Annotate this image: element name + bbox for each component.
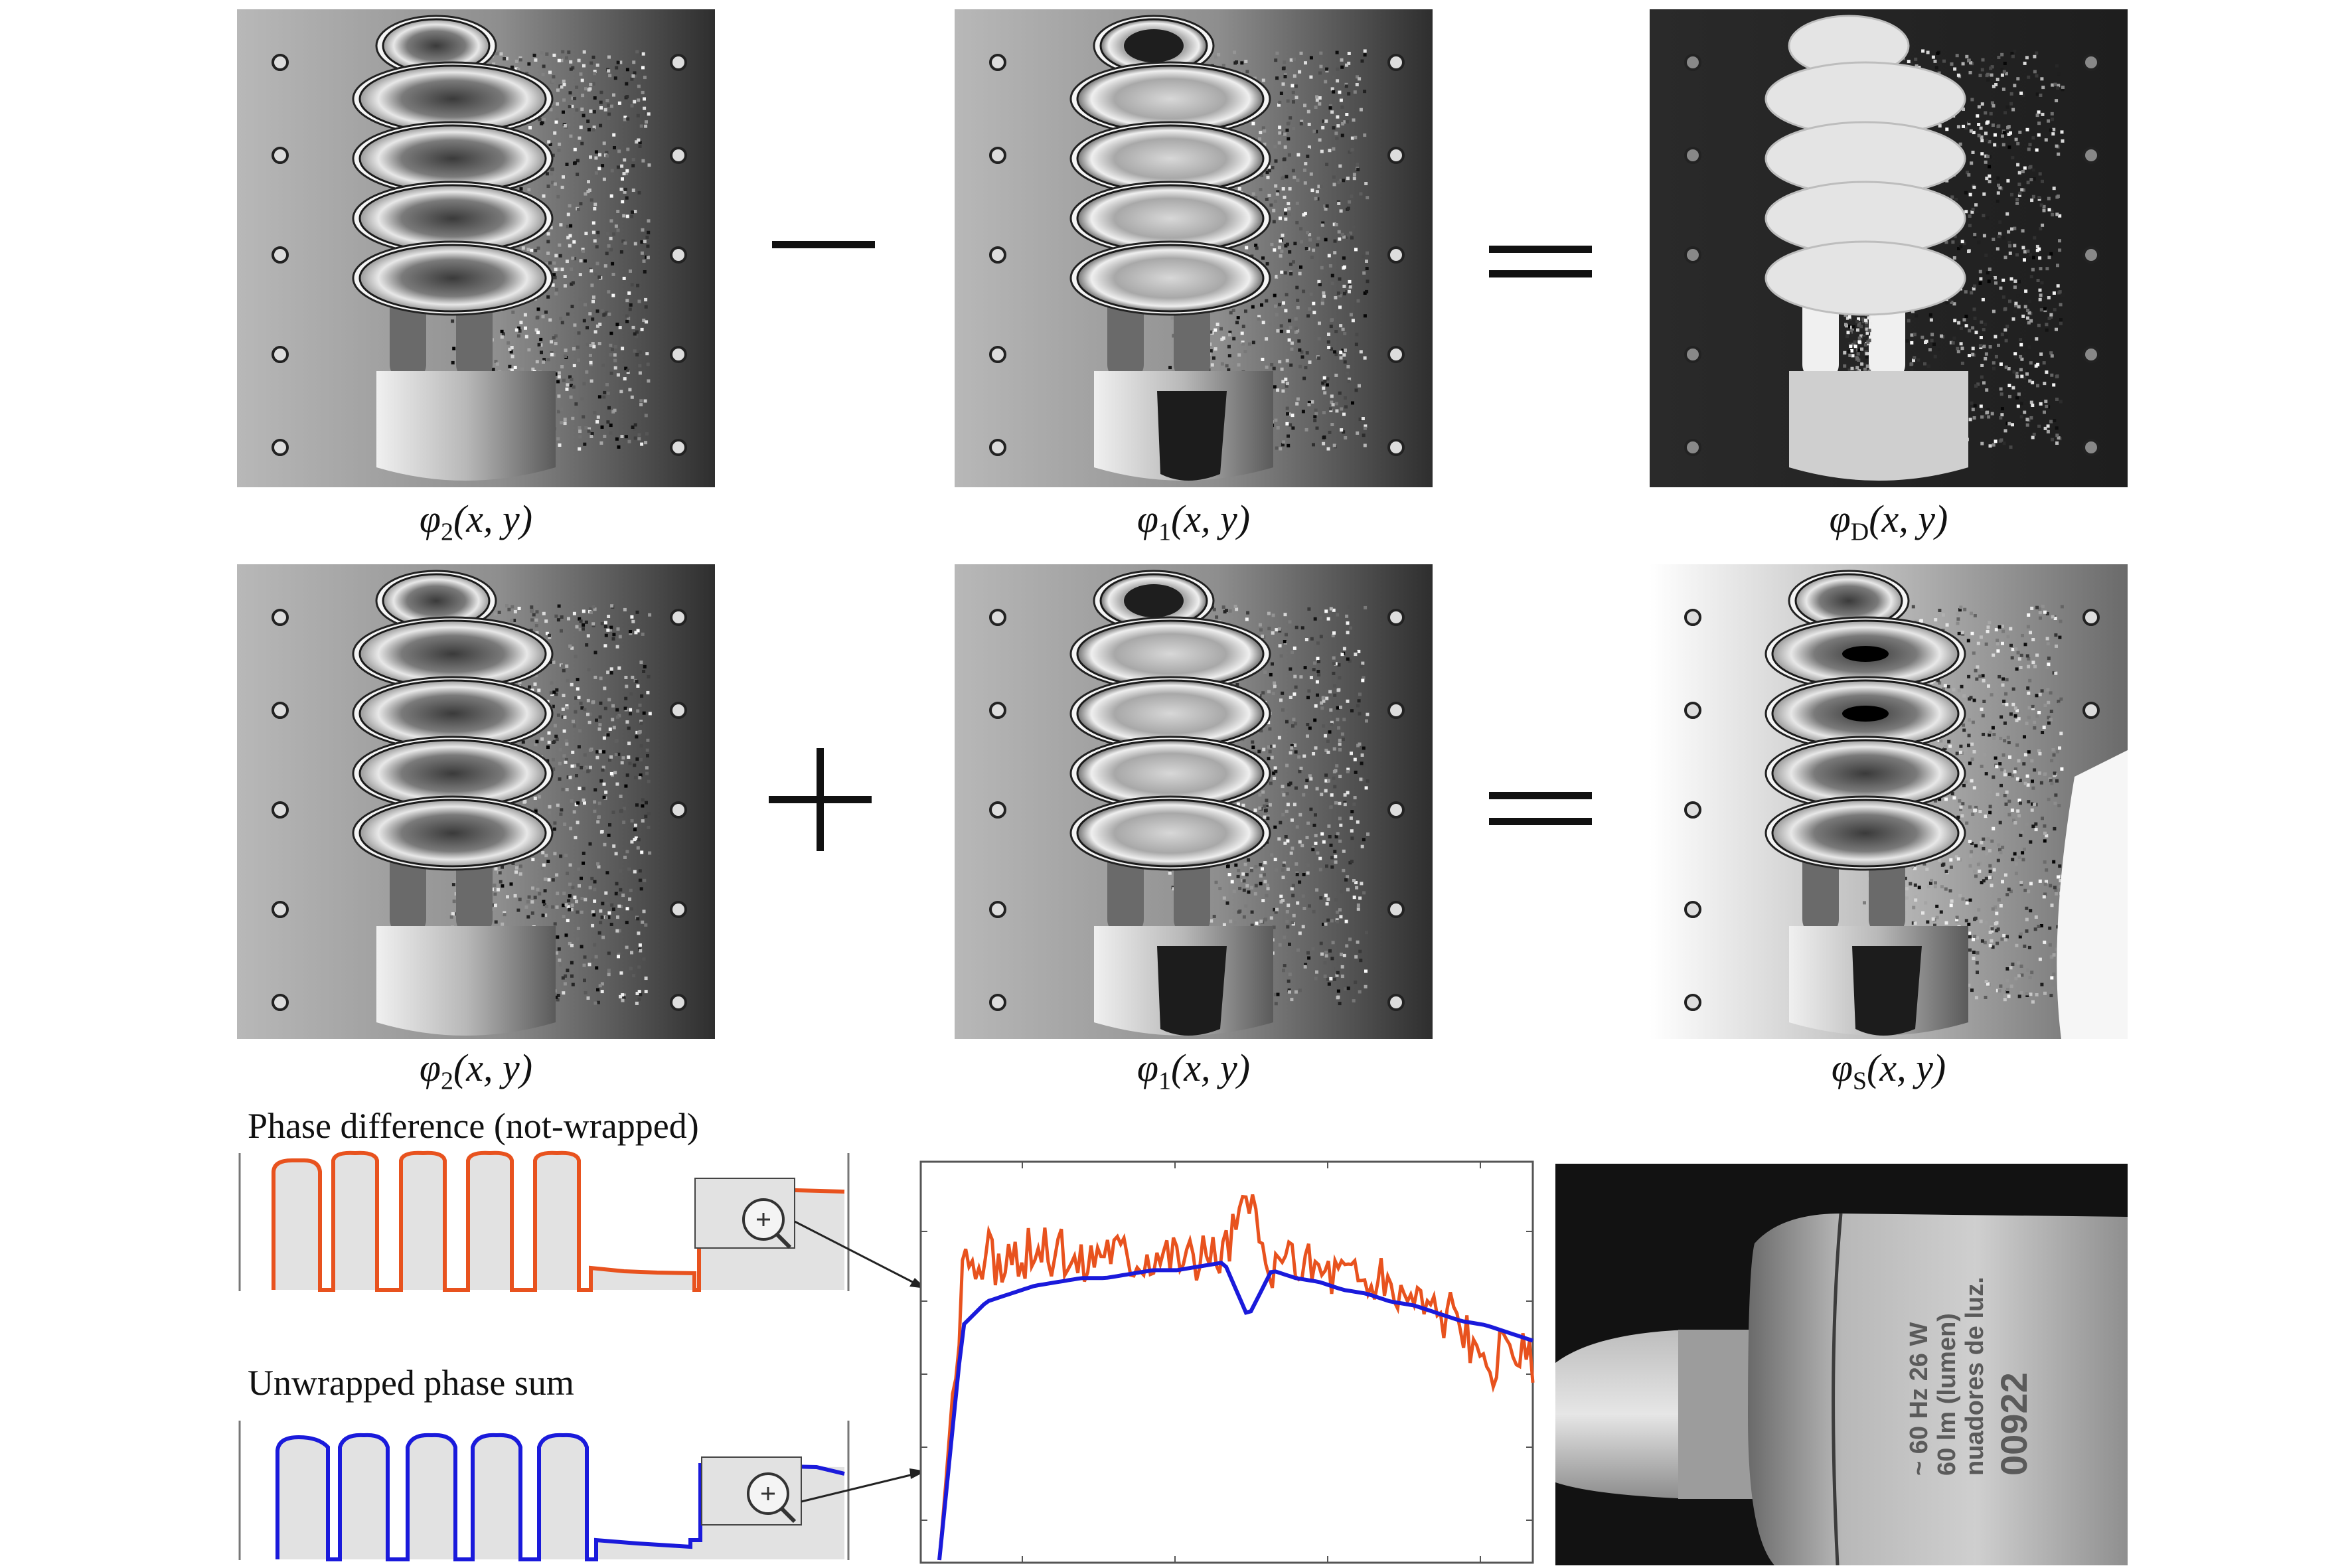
equals-operator-mid-bar1 — [1489, 792, 1592, 799]
bulb-base — [376, 926, 556, 1036]
board-dots — [989, 54, 1405, 456]
label-line-2: 60 lm (lumen) — [1933, 1313, 1961, 1476]
magnifier-icon — [742, 1198, 792, 1249]
zoomed-phase-sum-line — [937, 1261, 1533, 1561]
equals-operator-mid-bar2 — [1489, 818, 1592, 825]
equals-operator-top-bar2 — [1489, 270, 1592, 277]
zoom-box-difference — [694, 1178, 795, 1249]
bulb-base — [376, 371, 556, 481]
zoom-arrow-top — [794, 1220, 922, 1288]
unwrapped-phase-sum-title: Unwrapped phase sum — [248, 1363, 574, 1403]
bulb-coils — [1069, 15, 1271, 316]
bulb-coils — [1764, 570, 1966, 871]
phase-difference-profile — [238, 1150, 926, 1292]
zoomed-plot-ticks — [921, 1162, 1533, 1563]
bulb-base — [1789, 371, 1968, 481]
board-dots — [272, 609, 687, 1011]
label-line-4: 00922 — [1993, 1372, 2035, 1476]
base-dark-region — [1157, 391, 1227, 481]
base-dark-region — [1852, 946, 1922, 1036]
phase-sum-profile — [238, 1421, 926, 1561]
bulb-coils — [1764, 15, 1966, 316]
zoom-arrow-bottom — [801, 1471, 922, 1503]
bulb-coils — [352, 15, 554, 316]
caption-phiD: φD(x, y) — [1829, 497, 1948, 546]
base-dark-region — [1157, 946, 1227, 1036]
bulb-coils — [1069, 570, 1271, 871]
phase-difference-title: Phase difference (not-wrapped) — [248, 1106, 699, 1146]
bulb-label-photo: ~ 60 Hz 26 W 60 lm (lumen) nuadores de l… — [1555, 1164, 2128, 1565]
phase-map-phi1-top — [955, 9, 1433, 487]
magnifier-icon — [747, 1472, 797, 1524]
caption-phi2-mid: φ2(x, y) — [419, 1046, 533, 1095]
label-line-1: ~ 60 Hz 26 W — [1905, 1322, 1933, 1476]
caption-phiS: φS(x, y) — [1831, 1046, 1946, 1095]
phase-map-phiD — [1650, 9, 2128, 487]
phase-map-phiS — [1650, 564, 2128, 1039]
zoomed-comparison-plot — [919, 1160, 1535, 1564]
board-dots — [989, 609, 1405, 1011]
base-seam — [1832, 1213, 1843, 1565]
bulb-coils — [352, 570, 554, 871]
caption-phi1-mid: φ1(x, y) — [1137, 1046, 1251, 1095]
minus-operator — [772, 241, 875, 248]
zoomed-phase-difference-line — [937, 1194, 1535, 1561]
zoom-box-sum — [701, 1456, 802, 1526]
phase-sum-line — [275, 1433, 845, 1561]
zoomed-plot-frame — [919, 1160, 1534, 1564]
plus-operator-vertical — [817, 748, 824, 851]
phase-difference-line — [272, 1150, 845, 1292]
phase-sum-fill — [277, 1435, 844, 1559]
tube-collar — [1678, 1330, 1755, 1499]
phase-map-phi2-mid — [237, 564, 715, 1039]
equals-operator-top-bar1 — [1489, 246, 1592, 253]
label-line-3: nuadores de luz. — [1961, 1277, 1989, 1476]
phase-map-phi1-mid — [955, 564, 1433, 1039]
phase-difference-fill — [274, 1152, 844, 1290]
sum-right-region — [2057, 750, 2128, 1039]
caption-phi1-top: φ1(x, y) — [1137, 497, 1251, 546]
bulb-base — [1748, 1214, 2128, 1565]
board-dots — [1684, 54, 2100, 456]
phase-map-phi2-top — [237, 9, 715, 487]
board-dots — [272, 54, 687, 456]
caption-phi2-top: φ2(x, y) — [419, 497, 533, 546]
